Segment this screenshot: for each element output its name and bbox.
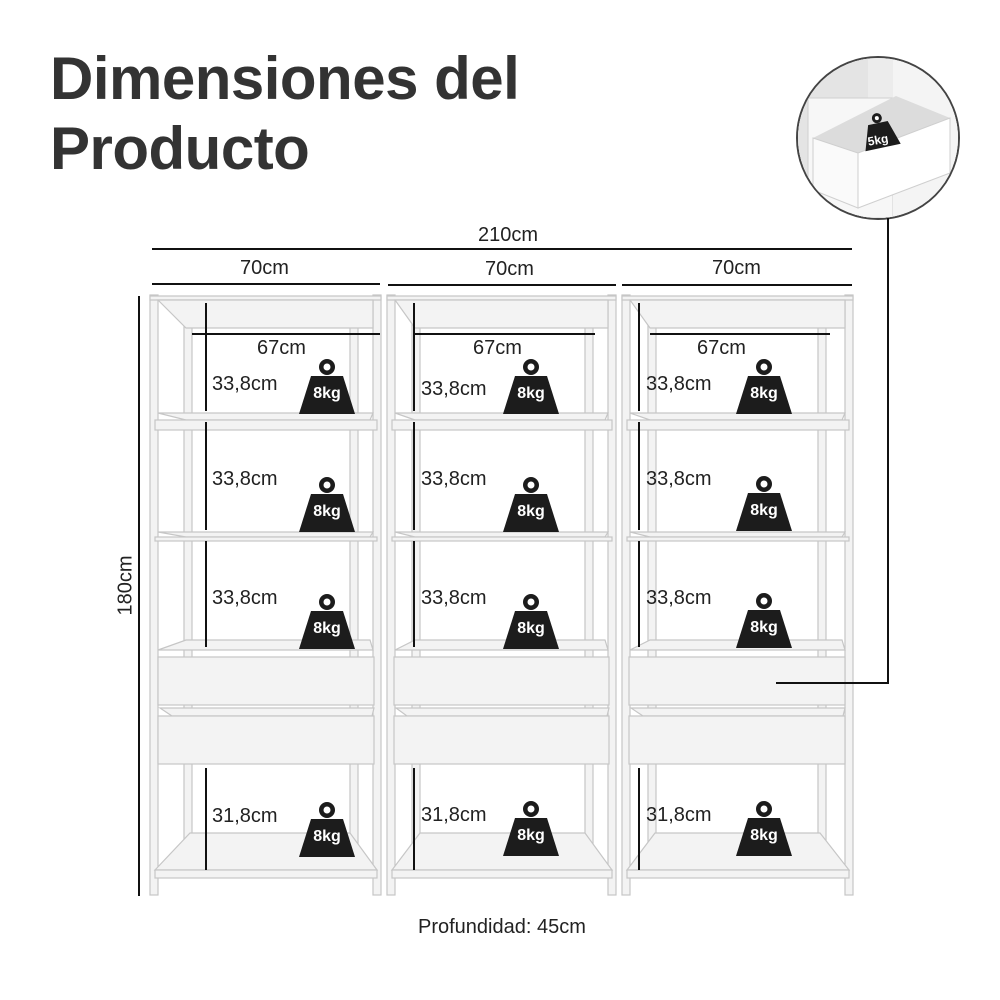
module-3-width-label: 70cm xyxy=(712,257,761,279)
title-line-2: Producto xyxy=(50,115,310,182)
module-2-inner-line xyxy=(413,333,595,335)
weight-icon: 8kg xyxy=(297,801,357,859)
callout-line xyxy=(776,682,889,684)
weight-icon: 8kg xyxy=(734,592,794,650)
depth-label: Profundidad: 45cm xyxy=(418,916,586,938)
module-2-width-line xyxy=(388,284,616,286)
module-2-width-label: 70cm xyxy=(485,258,534,280)
total-width-line xyxy=(152,248,852,250)
weight-icon: 8kg xyxy=(297,358,357,416)
page-title: Dimensiones del Producto xyxy=(50,44,520,184)
callout-line xyxy=(887,218,889,683)
gap-line xyxy=(638,541,640,647)
module-3-inner-label: 67cm xyxy=(697,337,746,359)
total-width-label: 210cm xyxy=(478,224,539,246)
shelf-gap-label: 33,8cm xyxy=(212,373,278,395)
weight-icon: 8kg xyxy=(501,800,561,858)
module-1-width-line xyxy=(152,283,380,285)
shelf-gap-label: 33,8cm xyxy=(421,587,487,609)
weight-icon: 8kg xyxy=(734,800,794,858)
gap-line xyxy=(205,541,207,647)
module-1-inner-line xyxy=(192,333,380,335)
module-1-width-label: 70cm xyxy=(240,257,289,279)
shelf-gap-label: 33,8cm xyxy=(646,587,712,609)
weight-icon: 8kg xyxy=(501,358,561,416)
shelf-gap-label: 33,8cm xyxy=(646,373,712,395)
gap-line xyxy=(205,422,207,530)
weight-icon: 8kg xyxy=(297,476,357,534)
shelf-gap-label: 33,8cm xyxy=(212,468,278,490)
gap-line xyxy=(638,422,640,530)
gap-line xyxy=(413,303,415,411)
gap-line xyxy=(638,768,640,870)
gap-line xyxy=(413,422,415,530)
module-3-inner-line xyxy=(650,333,830,335)
gap-line xyxy=(638,303,640,411)
module-1-inner-label: 67cm xyxy=(257,337,306,359)
bottom-gap-label: 31,8cm xyxy=(212,805,278,827)
title-line-1: Dimensiones del xyxy=(50,45,520,112)
gap-line xyxy=(413,541,415,647)
shelf-gap-label: 33,8cm xyxy=(212,587,278,609)
gap-line xyxy=(205,303,207,411)
module-2-inner-label: 67cm xyxy=(473,337,522,359)
gap-line xyxy=(413,768,415,870)
height-label: 180cm xyxy=(114,555,137,616)
shelf-gap-label: 33,8cm xyxy=(421,468,487,490)
weight-icon: 8kg xyxy=(734,358,794,416)
gap-line xyxy=(205,768,207,870)
bottom-gap-label: 31,8cm xyxy=(646,804,712,826)
weight-icon: 8kg xyxy=(297,593,357,651)
drawer-zoom-circle: 5kg xyxy=(796,56,960,220)
shelf-gap-label: 33,8cm xyxy=(421,378,487,400)
weight-icon: 8kg xyxy=(501,593,561,651)
bottom-gap-label: 31,8cm xyxy=(421,804,487,826)
shelf-gap-label: 33,8cm xyxy=(646,468,712,490)
weight-icon: 8kg xyxy=(734,475,794,533)
height-line xyxy=(138,296,140,896)
weight-icon: 8kg xyxy=(501,476,561,534)
module-3-width-line xyxy=(622,284,852,286)
